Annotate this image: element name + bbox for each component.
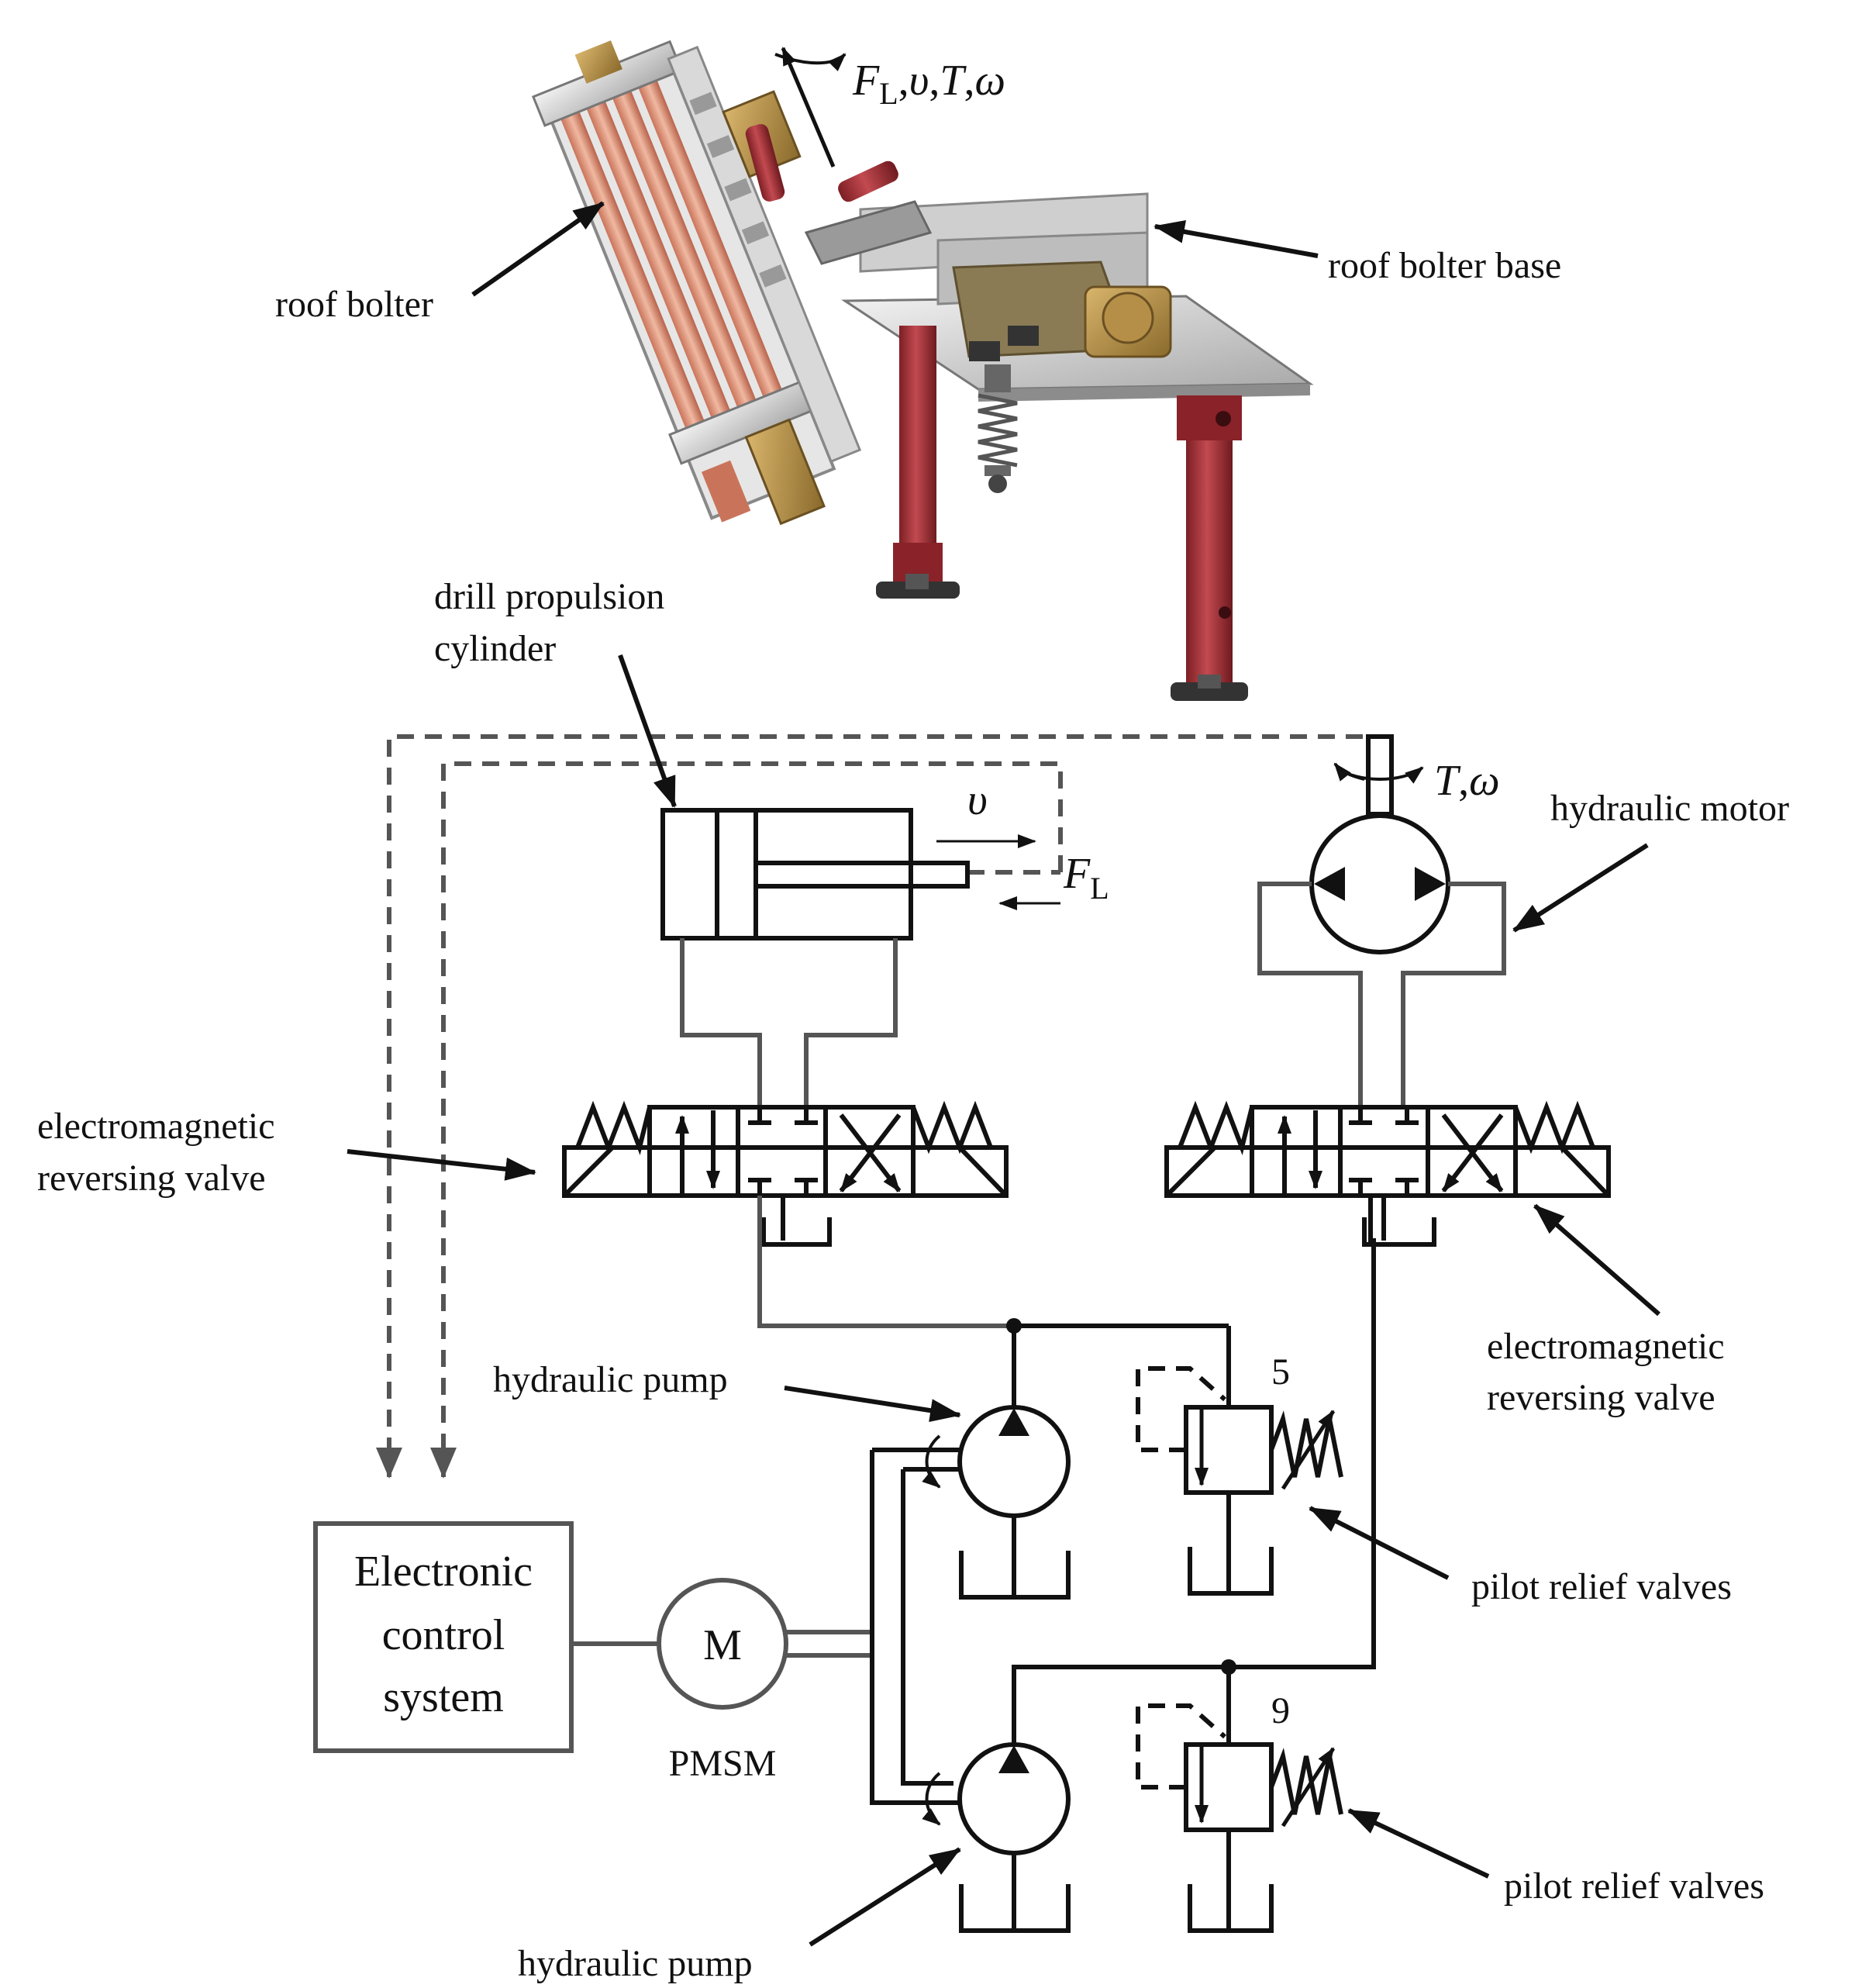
top-annotations: FL,υ,T,ω roof bolter roof bolter base — [275, 47, 1561, 325]
label-number-5: 5 — [1271, 1351, 1290, 1393]
label-hydraulic-motor: hydraulic motor — [1550, 788, 1789, 829]
roof-bolter-render — [531, 40, 1314, 701]
label-cylinder-line1: drill propulsion — [434, 576, 664, 617]
label-pilot-relief-bottom: pilot relief valves — [1504, 1865, 1764, 1907]
pmsm-motor: M PMSM — [572, 1578, 788, 1784]
feedback-signal-lines — [389, 734, 1363, 1477]
label-hydraulic-pump-top: hydraulic pump — [493, 1359, 728, 1400]
hydraulic-pump-top — [922, 1318, 1229, 1600]
label-pmsm: PMSM — [669, 1743, 777, 1784]
ecs-line2: control — [382, 1611, 505, 1659]
torque-speed-symbols: T,ω — [1434, 757, 1500, 805]
label-pilot-relief-top: pilot relief valves — [1471, 1566, 1732, 1607]
label-valve-left-line2: reversing valve — [37, 1158, 266, 1199]
label-number-9: 9 — [1271, 1690, 1290, 1731]
cylinder-annotations: υ FL drill propulsion cylinder — [434, 576, 1109, 910]
pump-top-annotations: hydraulic pump pilot relief valves — [493, 1359, 1732, 1607]
velocity-symbol: υ — [967, 776, 988, 824]
label-roof-bolter: roof bolter — [275, 284, 433, 325]
pump-bottom-annotations: hydraulic pump pilot relief valves — [518, 1808, 1764, 1984]
label-roof-bolter-base: roof bolter base — [1328, 245, 1561, 286]
reversing-valve-left — [562, 1100, 1009, 1328]
drill-propulsion-cylinder — [660, 808, 970, 1109]
roof-bolter-mast — [531, 40, 862, 526]
support-legs — [876, 326, 1248, 701]
valve-right-annotations: electromagnetic reversing valve — [1487, 1203, 1725, 1418]
ecs-line1: Electronic — [354, 1548, 533, 1596]
pilot-relief-valve-9 — [1136, 1667, 1343, 1933]
ecs-line3: system — [383, 1673, 504, 1721]
label-valve-right-line1: electromagnetic — [1487, 1326, 1725, 1367]
electronic-control-system: Electronic control system — [313, 1521, 574, 1753]
pilot-relief-valve-5 — [1136, 1326, 1343, 1596]
hydraulic-motor — [1257, 734, 1506, 1109]
label-valve-left-line1: electromagnetic — [37, 1106, 275, 1147]
motor-pump-shaft — [787, 1448, 961, 1805]
label-valve-right-line2: reversing valve — [1487, 1377, 1716, 1418]
load-symbols-top: FL,υ,T,ω — [852, 57, 1005, 111]
reversing-valve-right — [1164, 1100, 1611, 1669]
hydraulic-pump-bottom — [922, 1659, 1236, 1933]
spring-damper — [978, 364, 1018, 493]
link-arm — [804, 200, 933, 265]
label-cylinder-line2: cylinder — [434, 628, 556, 669]
roof-bolter-base — [859, 192, 1172, 361]
valve-left-annotations: electromagnetic reversing valve — [37, 1106, 536, 1199]
motor-annotations: T,ω hydraulic motor — [1434, 757, 1789, 933]
label-hydraulic-pump-bottom: hydraulic pump — [518, 1943, 753, 1984]
motor-letter: M — [703, 1621, 742, 1669]
load-force-symbol: FL — [1063, 850, 1109, 906]
